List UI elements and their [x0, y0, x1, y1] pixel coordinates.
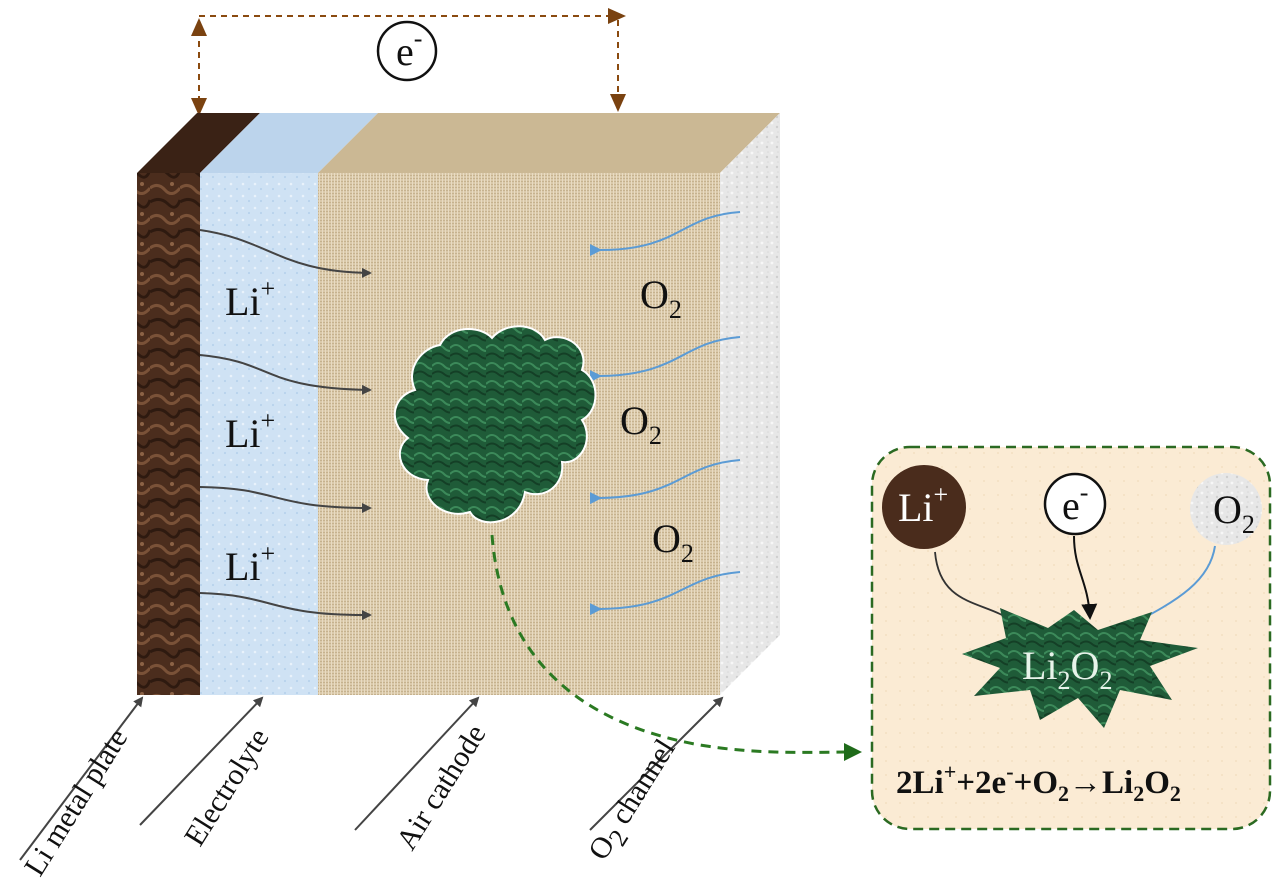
o2-channel-label: O2 channel	[582, 733, 688, 869]
cathode-top-face	[318, 113, 780, 173]
o2-arrows	[589, 211, 741, 616]
air-cathode-label: Air cathode	[390, 719, 493, 856]
electrolyte-top-face	[200, 113, 378, 173]
e-to-product-arrow	[1073, 535, 1098, 620]
li-ion-arrow	[199, 229, 372, 278]
li-ion-badge-label: Li+	[898, 480, 948, 530]
electron-arrowhead-up-icon	[191, 18, 207, 36]
li-ion-arrow	[199, 354, 372, 395]
li-ion-badge	[882, 465, 966, 549]
air-cathode-pointer	[354, 696, 480, 831]
electron-label: e-	[396, 24, 422, 74]
precipitate-cluster	[393, 325, 597, 524]
electron-badge	[376, 20, 438, 82]
zoom-arrow	[490, 534, 862, 762]
li-metal-plate-label: Li metal plate	[18, 723, 134, 882]
o2-channel-pointer	[589, 696, 724, 831]
o2-arrow	[589, 571, 741, 616]
li2o2-crystal	[962, 608, 1198, 728]
o2-arrow	[589, 336, 741, 383]
o2-arrow	[589, 211, 741, 257]
electron-circuit: e-	[191, 8, 626, 116]
o2-label: O2	[620, 398, 662, 450]
li-metal-plate	[137, 173, 200, 695]
o2-arrow	[589, 459, 741, 505]
o2-channel-layer	[720, 113, 780, 695]
electron-arrowhead-cathode-icon	[610, 94, 626, 112]
electron-arrowhead-down-icon	[191, 98, 207, 116]
li-ion-label: Li+	[225, 406, 275, 456]
o2-label: O2	[640, 272, 682, 324]
li-plate-top-face	[137, 113, 260, 173]
li2o2-crystal-label: Li2O2	[1022, 643, 1112, 695]
o2-label: O2	[652, 516, 694, 568]
li-ion-arrow	[199, 592, 372, 621]
layer-labels: Li metal plate Electrolyte Air cathode O…	[18, 696, 724, 882]
electron-inset-badge	[1043, 472, 1107, 536]
o2-inset-label: O2	[1213, 487, 1255, 539]
li-plate-pointer	[19, 696, 144, 861]
electrolyte-label: Electrolyte	[178, 723, 276, 852]
li2o2-precipitate	[393, 325, 597, 524]
reaction-equation: 2Li++2e-+O2→Li2O2	[896, 759, 1181, 806]
electron-arrowhead-right-icon	[608, 8, 626, 24]
li-ion-label: Li+	[225, 539, 275, 589]
o2-inset-badge	[1190, 473, 1262, 545]
li-ion-label: Li+	[225, 274, 275, 324]
li-ion-arrows	[199, 229, 372, 621]
reaction-inset: Li+ e- O2 Li2O2 2Li++2e-+O2→Li2O2	[870, 445, 1272, 831]
electrolyte-layer	[200, 173, 318, 695]
electrolyte-pointer	[139, 696, 264, 826]
li-ion-arrow	[199, 486, 372, 513]
electron-inset-label: e-	[1062, 478, 1088, 528]
